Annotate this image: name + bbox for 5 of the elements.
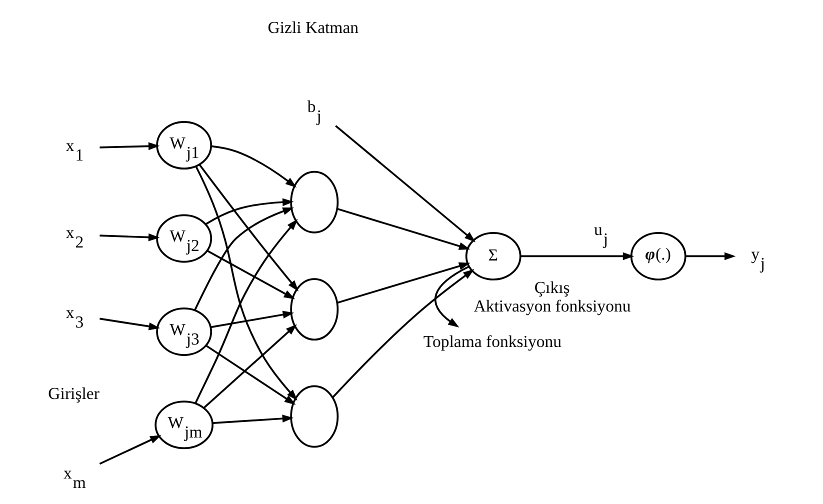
node-label: Çıkış: [534, 278, 570, 297]
node-label: Aktivasyon fonksiyonu: [473, 296, 630, 316]
label: Girişler: [48, 384, 99, 404]
label: Gizli Katman: [267, 18, 358, 37]
node-text: Toplama fonksiyonu: [422, 332, 562, 351]
